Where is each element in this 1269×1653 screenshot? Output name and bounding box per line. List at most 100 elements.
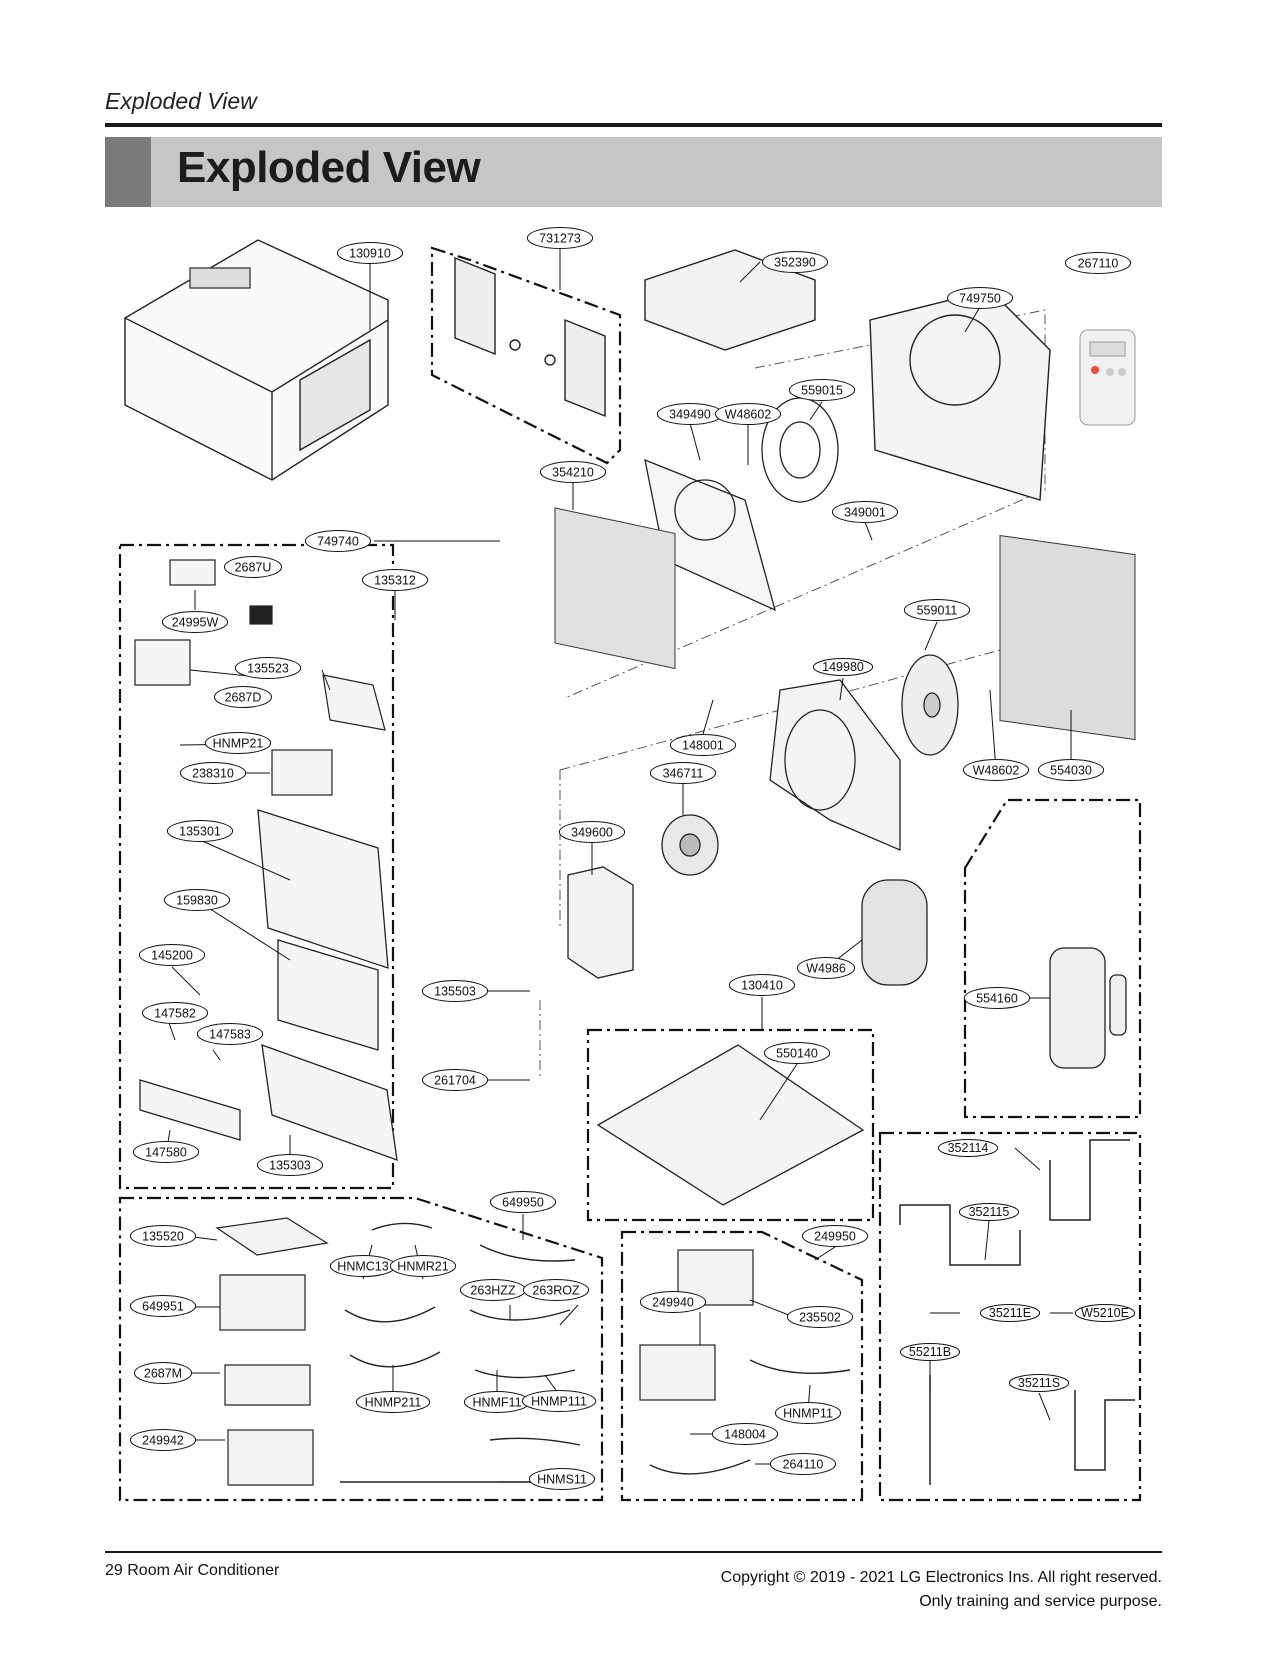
part-bracket-assembly — [454, 256, 606, 418]
usage-notice: Only training and service purpose. — [919, 1593, 1162, 1610]
part-label-text: 559011 — [917, 604, 958, 618]
part-label-text: 145200 — [151, 949, 193, 963]
part-label-oval — [1037, 759, 1105, 781]
part-label-text: 238310 — [192, 767, 234, 781]
part-label-oval — [788, 379, 856, 401]
part-label-text: 349001 — [844, 506, 886, 520]
part-label-w48602: W48602 — [962, 759, 1030, 781]
part-label-649950: 649950 — [489, 1191, 557, 1213]
part-label-text: 649950 — [502, 1196, 544, 1210]
part-label-352114: 352114 — [937, 1139, 999, 1157]
part-label-oval — [134, 1362, 192, 1384]
part-label-text: 263ROZ — [532, 1284, 580, 1298]
part-label-text: 135303 — [269, 1159, 311, 1173]
part-label-hnmp211: HNMP211 — [355, 1391, 431, 1413]
part-label-554160: 554160 — [963, 987, 1031, 1009]
part-label-text: W4986 — [806, 962, 846, 976]
part-label-263roz: 263ROZ — [522, 1279, 590, 1301]
part-label-oval — [256, 1154, 324, 1176]
part-label-oval — [728, 974, 796, 996]
part-label-hnmp111: HNMP111 — [521, 1390, 597, 1412]
part-label-oval — [963, 987, 1031, 1009]
part-label-147580: 147580 — [132, 1141, 200, 1163]
header-rule — [105, 123, 1162, 127]
part-label-text: 35211S — [1018, 1376, 1060, 1390]
part-label-oval — [639, 1291, 707, 1313]
part-label-oval — [958, 1203, 1020, 1221]
part-label-text: 24995W — [172, 616, 219, 630]
part-outer-cabinet — [124, 239, 389, 481]
part-label-2687u: 2687U — [224, 556, 282, 578]
part-label-oval — [214, 686, 272, 708]
part-label-oval — [812, 658, 874, 676]
part-label-35211s: 35211S — [1008, 1374, 1070, 1392]
banner-accent — [105, 137, 151, 207]
part-label-2687m: 2687M — [134, 1362, 192, 1384]
part-label-text: 2687M — [144, 1367, 182, 1381]
part-label-135301: 135301 — [166, 820, 234, 842]
part-label-148004: 148004 — [711, 1423, 779, 1445]
part-label-oval — [355, 1391, 431, 1413]
part-remote-control — [1079, 329, 1136, 426]
part-label-text: W5210E — [1081, 1306, 1129, 1320]
part-rear-shroud — [869, 289, 1051, 501]
part-label-235502: 235502 — [786, 1306, 854, 1328]
part-label-oval — [714, 403, 782, 425]
part-label-text: HNMP21 — [213, 737, 264, 751]
frame-compressor — [963, 798, 1142, 1119]
part-label-oval — [979, 1304, 1041, 1322]
part-label-130410: 130410 — [728, 974, 796, 996]
part-label-text: 135523 — [247, 662, 289, 676]
part-label-text: 2687U — [235, 561, 272, 575]
part-label-text: HNMF11 — [472, 1396, 521, 1410]
part-label-oval — [711, 1423, 779, 1445]
frame-electrical-box — [620, 1230, 864, 1502]
part-label-oval — [138, 944, 206, 966]
part-evaporator — [554, 507, 676, 670]
part-label-oval — [539, 461, 607, 483]
part-air-guide — [644, 249, 816, 351]
part-label-354210: 354210 — [539, 461, 607, 483]
part-label-oval — [899, 1343, 961, 1361]
part-label-oval — [1074, 1304, 1136, 1322]
part-fan-propeller — [901, 654, 959, 756]
part-label-oval — [166, 820, 234, 842]
part-label-hnms11: HNMS11 — [528, 1468, 596, 1490]
part-label-135520: 135520 — [129, 1225, 197, 1247]
part-compressor — [1049, 947, 1127, 1069]
part-label-text: 352114 — [948, 1141, 989, 1155]
part-label-text: 559015 — [801, 384, 843, 398]
part-label-oval — [304, 530, 372, 552]
part-label-263hzz: 263HZZ — [459, 1279, 527, 1301]
part-label-text: HNMP11 — [783, 1407, 833, 1421]
part-label-oval — [163, 889, 231, 911]
part-label-147583: 147583 — [196, 1023, 264, 1045]
part-label-hnmp11: HNMP11 — [774, 1402, 842, 1424]
part-label-text: 35211E — [989, 1306, 1031, 1320]
part-label-text: 554030 — [1050, 764, 1092, 778]
part-label-559011: 559011 — [903, 599, 971, 621]
part-motor-shroud — [769, 679, 901, 851]
part-label-text: 130910 — [349, 247, 391, 261]
part-label-text: 2687D — [225, 691, 262, 705]
part-label-261704: 261704 — [421, 1069, 489, 1091]
part-label-oval — [649, 762, 717, 784]
part-label-oval — [522, 1279, 590, 1301]
part-label-159830: 159830 — [163, 889, 231, 911]
part-label-oval — [558, 821, 626, 843]
part-label-oval — [801, 1225, 869, 1247]
part-label-731273: 731273 — [526, 227, 594, 249]
part-label-145200: 145200 — [138, 944, 206, 966]
part-label-text: 554160 — [976, 992, 1018, 1006]
part-label-238310: 238310 — [179, 762, 247, 784]
part-label-oval — [234, 657, 302, 679]
frame-control-box — [118, 1196, 604, 1502]
part-label-130910: 130910 — [336, 242, 404, 264]
part-label-oval — [196, 1023, 264, 1045]
part-label-24995w: 24995W — [161, 611, 229, 633]
part-label-text: 149980 — [822, 660, 864, 674]
part-label-oval — [797, 957, 855, 979]
frame-front-panel — [118, 543, 395, 1190]
part-label-text: 249940 — [652, 1296, 694, 1310]
